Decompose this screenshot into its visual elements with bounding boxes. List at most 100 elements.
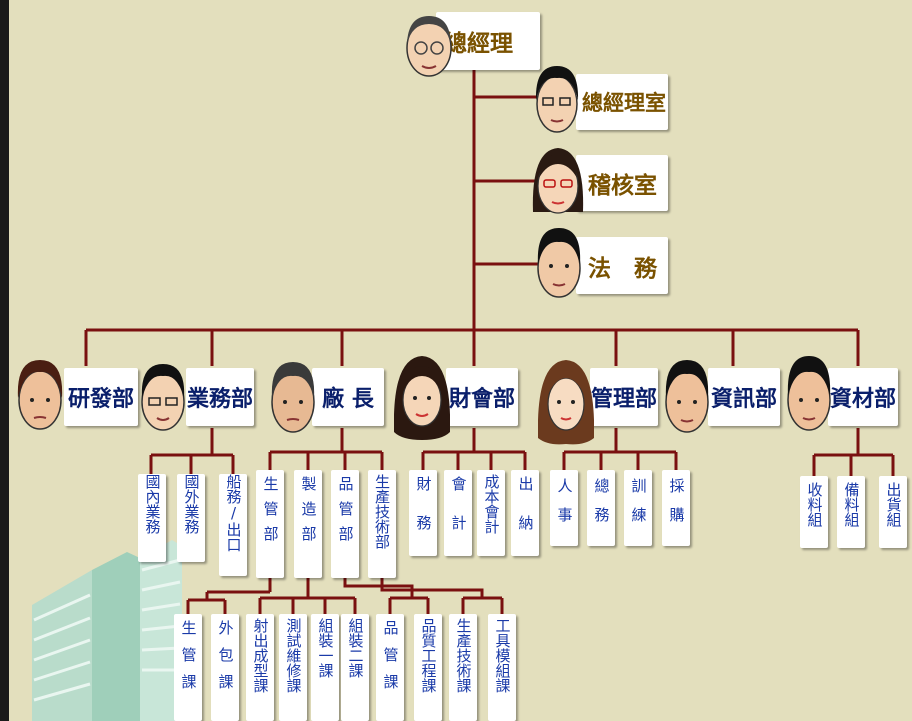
unit-domestic-sales-label: 國內業務 [143, 474, 162, 534]
sales-person-face-icon [141, 364, 185, 431]
unit-quality-mgmt[interactable]: 品管部 [331, 470, 359, 578]
audit-office-label: 稽核室 [588, 173, 657, 199]
dept-finance-label: 財會部 [448, 387, 515, 412]
unit-material-prep[interactable]: 備料組 [837, 476, 865, 548]
unit-receiving-label: 收料組 [805, 482, 824, 527]
connector-plant-sub-qc [343, 578, 430, 614]
unit-training[interactable]: 訓練 [624, 470, 652, 546]
it-person-face-icon [665, 360, 709, 433]
sub-production-tech-section[interactable]: 生產技術課 [449, 614, 477, 721]
sub-production-ctrl[interactable]: 生管課 [174, 614, 202, 721]
sub-assembly-1-label: 組裝一課 [316, 618, 335, 678]
audit-office-box[interactable]: 稽核室 [576, 155, 668, 211]
unit-accounting[interactable]: 會計 [444, 470, 472, 556]
legal-person-face-icon [537, 228, 581, 298]
connector-admin [562, 428, 678, 470]
unit-treasury[interactable]: 財務 [409, 470, 437, 556]
office-building-icon [32, 540, 182, 721]
gm-label: 總經理 [444, 31, 513, 57]
dept-admin-box[interactable]: 管理部 [590, 368, 658, 426]
unit-production-mgmt[interactable]: 生管部 [256, 470, 284, 578]
unit-shipping-label: 出貨組 [884, 482, 903, 527]
gm-box[interactable]: 總經理 [436, 12, 540, 70]
unit-shipping-export[interactable]: 船務/出口 [219, 474, 247, 576]
dept-sales-box[interactable]: 業務部 [186, 368, 254, 426]
sub-test-repair-label: 測試維修課 [284, 618, 303, 693]
unit-treasury-label: 財務 [414, 476, 433, 554]
sub-outsourcing[interactable]: 外包課 [211, 614, 239, 721]
unit-production-mgmt-label: 生管部 [261, 476, 280, 551]
dept-sales-label: 業務部 [186, 387, 253, 412]
connector-sales [149, 428, 235, 474]
legal-box[interactable]: 法 務 [576, 237, 668, 294]
unit-quality-mgmt-label: 品管部 [336, 476, 355, 551]
sub-production-ctrl-label: 生管課 [179, 620, 198, 701]
dept-materials-label: 資材部 [829, 387, 896, 412]
unit-hr-label: 人事 [555, 478, 574, 536]
left-edge-bar [0, 0, 9, 721]
unit-production-tech-label: 生產技術部 [373, 474, 391, 549]
unit-shipping[interactable]: 出貨組 [879, 476, 907, 548]
materials-person-face-icon [787, 356, 831, 431]
unit-accounting-label: 會計 [449, 476, 468, 554]
unit-manufacturing-label: 製造部 [299, 476, 318, 551]
dept-it-label: 資訊部 [710, 387, 777, 412]
unit-cost-accounting-label: 成本會計 [482, 474, 501, 534]
sub-test-repair[interactable]: 測試維修課 [279, 614, 307, 721]
dept-plant-box[interactable]: 廠 長 [312, 368, 384, 426]
unit-general-affairs-label: 總務 [592, 478, 611, 536]
connector-materials [812, 428, 895, 476]
dept-rd-label: 研發部 [67, 387, 134, 412]
connector-plant-sub-left [186, 578, 272, 614]
unit-domestic-sales[interactable]: 國內業務 [138, 474, 166, 562]
sub-injection-molding[interactable]: 射出成型課 [246, 614, 274, 721]
unit-shipping-export-label: 船務/出口 [224, 474, 243, 552]
audit-person-face-icon [532, 148, 584, 214]
sub-quality-ctrl-label: 品管課 [381, 620, 400, 701]
connector-plant [268, 428, 384, 470]
sub-assembly-2-label: 組裝二課 [346, 618, 365, 678]
dept-materials-box[interactable]: 資材部 [828, 368, 898, 426]
sub-assembly-1[interactable]: 組裝一課 [311, 614, 339, 721]
dept-rd-box[interactable]: 研發部 [64, 368, 138, 426]
dept-it-box[interactable]: 資訊部 [708, 368, 780, 426]
gm-office-label: 總經理室 [582, 91, 666, 115]
admin-person-face-icon [538, 360, 594, 445]
unit-training-label: 訓練 [629, 478, 648, 536]
unit-foreign-sales-label: 國外業務 [182, 474, 201, 534]
unit-manufacturing[interactable]: 製造部 [294, 470, 322, 578]
dept-admin-label: 管理部 [590, 387, 657, 412]
sub-assembly-2[interactable]: 組裝二課 [341, 614, 369, 721]
sub-tooling-mold[interactable]: 工具模組課 [488, 614, 516, 721]
sub-quality-ctrl[interactable]: 品管課 [376, 614, 404, 721]
unit-cashier-label: 出納 [516, 476, 535, 554]
sub-injection-molding-label: 射出成型課 [251, 618, 270, 693]
connector-plant-sub-tech [380, 578, 504, 614]
dept-plant-label: 廠 長 [322, 387, 374, 412]
unit-production-tech[interactable]: 生產技術部 [368, 470, 396, 578]
plant-manager-person-face-icon [271, 362, 315, 433]
sub-outsourcing-label: 外包課 [216, 620, 235, 701]
sub-tooling-mold-label: 工具模組課 [493, 618, 512, 693]
unit-purchasing[interactable]: 採購 [662, 470, 690, 546]
legal-label: 法 務 [588, 255, 657, 282]
connector-plant-sub-mid [258, 578, 357, 614]
unit-general-affairs[interactable]: 總務 [587, 470, 615, 546]
sub-quality-engineering-label: 品質工程課 [419, 618, 438, 693]
unit-cost-accounting[interactable]: 成本會計 [477, 470, 505, 556]
connector-finance [421, 428, 527, 470]
unit-hr[interactable]: 人事 [550, 470, 578, 546]
unit-material-prep-label: 備料組 [842, 482, 861, 527]
unit-foreign-sales[interactable]: 國外業務 [177, 474, 205, 562]
sub-production-tech-section-label: 生產技術課 [454, 618, 473, 693]
gm-office-person-face-icon [535, 66, 579, 133]
gm-office-box[interactable]: 總經理室 [576, 74, 668, 130]
finance-person-face-icon [394, 356, 450, 440]
gm-person-face-icon [406, 16, 452, 77]
unit-cashier[interactable]: 出納 [511, 470, 539, 556]
sub-quality-engineering[interactable]: 品質工程課 [414, 614, 442, 721]
unit-purchasing-label: 採購 [667, 478, 686, 536]
unit-receiving[interactable]: 收料組 [800, 476, 828, 548]
dept-finance-box[interactable]: 財會部 [446, 368, 518, 426]
